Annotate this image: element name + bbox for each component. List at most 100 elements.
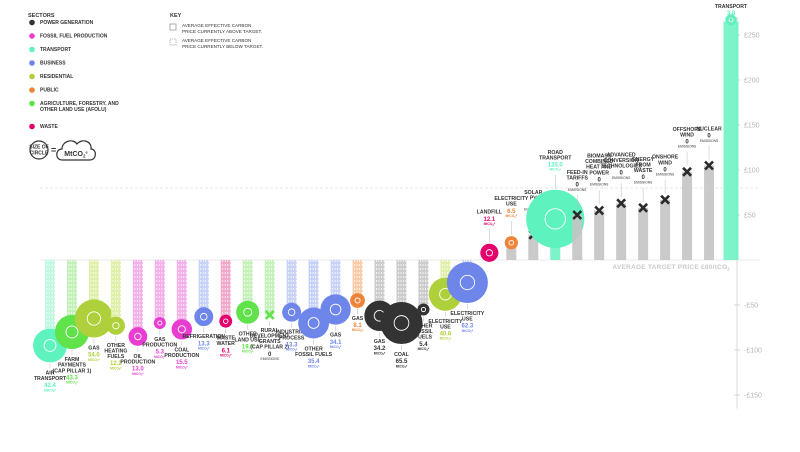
bar-value: 13.3 — [198, 341, 210, 347]
bar-label: COAL — [174, 348, 190, 354]
legend-label: OTHER LAND USE (AFOLU) — [40, 107, 107, 113]
unit-text: MtCO — [198, 346, 207, 350]
unit-text: MtCO — [176, 365, 185, 369]
emission-circle — [171, 319, 193, 340]
cross-marker — [638, 202, 649, 213]
bar-unit: MtCO2e — [308, 364, 320, 369]
bar-label: GRANTS — [259, 339, 281, 345]
bar — [110, 260, 121, 326]
bar-value: 6.1 — [222, 348, 231, 354]
bar-unit: MtCO2e — [286, 348, 298, 353]
bar — [572, 215, 583, 260]
bar-label: ADVANCED — [607, 152, 636, 158]
bar — [418, 260, 429, 310]
unit-sup: e — [120, 366, 122, 369]
bar — [723, 21, 739, 260]
size-label-2: CIRCLE — [30, 151, 49, 157]
bar-label: TRANSPORT — [715, 4, 748, 10]
unit-text: MtCO — [440, 337, 449, 341]
bar-value: 5.3 — [156, 350, 165, 356]
unit-sub: 2 — [317, 366, 319, 369]
bar — [616, 203, 627, 260]
legend-label: TRANSPORT — [40, 47, 71, 53]
bar-emissions-label: EMISSIONS — [568, 188, 587, 192]
unit-sup: e — [142, 372, 144, 375]
unit-sup: e — [362, 328, 364, 331]
bar — [352, 260, 363, 301]
unit-sub: 2 — [404, 366, 406, 369]
bar-label: ENERGY — [632, 157, 654, 163]
emission-circle — [106, 316, 125, 335]
unit-text: MtCO — [374, 351, 383, 355]
bar-emissions-label: EMISSIONS — [656, 173, 675, 177]
cross-marker — [594, 205, 605, 216]
key-above-swatch — [169, 23, 177, 31]
unit-sup: e — [208, 347, 210, 350]
bar-label: FOSSIL — [414, 329, 434, 335]
bar-label: OTHER — [414, 324, 432, 330]
bar — [704, 165, 715, 260]
bar-label: OTHER — [305, 346, 323, 352]
bar-unit: MtCO2e — [176, 365, 188, 370]
sector-icon — [393, 315, 410, 331]
bar-label: ROAD — [548, 150, 564, 156]
y-axis: £250£200£150£100£50-£50-£100-£150 — [40, 17, 762, 409]
unit-sub: 2 — [251, 351, 253, 354]
cloud-icon — [56, 140, 96, 161]
unit-sub: 2 — [295, 349, 297, 352]
emission-circle — [282, 302, 302, 322]
bar — [286, 260, 297, 313]
bar-value: 0 — [576, 183, 580, 189]
bar-label: ELECTRICITY — [428, 319, 463, 325]
unit-text: MtCO — [352, 328, 361, 332]
bar-label: TARIFFS — [566, 176, 588, 182]
bar-unit: MtCO2e — [66, 381, 78, 386]
bar-label: INDUSTRIAL — [276, 330, 308, 336]
unit-text: MtCO — [506, 214, 515, 218]
emission-circle — [74, 299, 114, 338]
bar-label: TRANSPORT — [34, 376, 67, 382]
bar-label: CONVERSION — [604, 158, 639, 164]
bar-value: 0 — [268, 352, 272, 358]
bar — [220, 260, 231, 322]
unit-text: MtCO — [154, 355, 163, 359]
unit-text: MtCO — [484, 222, 493, 226]
bar-unit: MtCO2e — [506, 214, 518, 219]
unit-text: MtCO — [725, 16, 734, 20]
y-tick-label: -£100 — [744, 348, 762, 355]
unit-sup: e — [406, 365, 408, 368]
bar-label: OTHER — [239, 332, 257, 338]
bar — [66, 260, 77, 332]
bar — [176, 260, 187, 330]
bar-label: TECHNOLOGIES — [600, 164, 642, 170]
unit-text: MtCO — [396, 364, 405, 368]
emission-circle — [417, 303, 430, 316]
unit-sup: e — [252, 350, 254, 353]
bar-label: ELECTRICITY — [494, 196, 529, 202]
bar-label: BIOMASS — [587, 154, 612, 160]
cross-marker — [704, 160, 714, 171]
sector-icon — [508, 239, 515, 246]
bar-label: RURAL — [261, 328, 280, 334]
unit-sub: 2 — [163, 357, 165, 360]
bar-value: 0 — [641, 175, 645, 181]
key-title: KEY — [170, 13, 182, 19]
bar-label: SOLAR — [524, 190, 542, 196]
sector-icon — [307, 317, 320, 329]
bar-value: 34.1 — [330, 340, 342, 346]
legend-title: SECTORS — [28, 13, 55, 19]
unit-text: MtCO — [66, 381, 75, 385]
bar-unit: MtCO2e — [549, 168, 561, 173]
bar-unit: MtCO2e — [374, 351, 386, 356]
bar — [308, 260, 319, 323]
bar-label: HEATING — [104, 348, 127, 354]
